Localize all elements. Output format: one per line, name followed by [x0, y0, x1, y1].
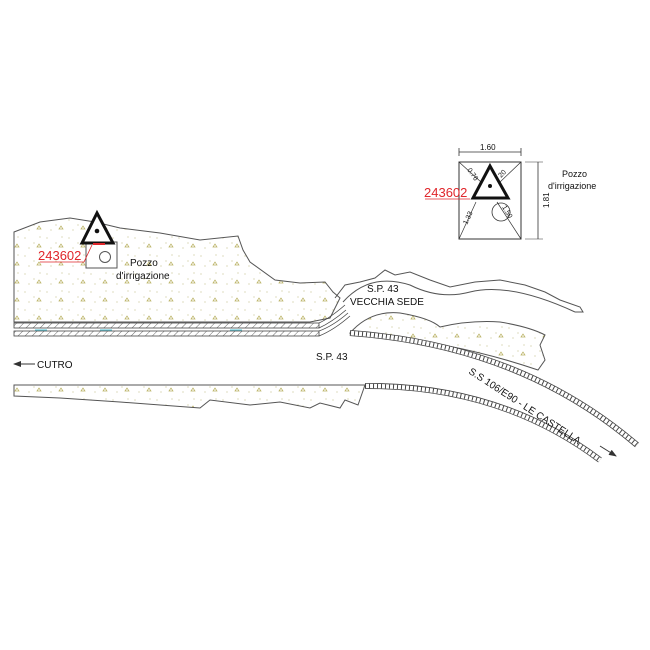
detail-height-dim: 1.81 — [542, 192, 551, 208]
arrow-right-icon — [599, 445, 617, 457]
sp43-old-label-1: S.P. 43 — [367, 284, 399, 295]
sp43-old-upper-edge — [334, 269, 584, 313]
well-label-line2: d'irrigazione — [116, 271, 170, 282]
vegetation-area-left — [13, 217, 341, 323]
detail-width-dim: 1.60 — [480, 143, 496, 152]
well-code-label: 243602 — [38, 248, 81, 263]
vegetation-island — [348, 312, 546, 371]
road-sp43-edge — [13, 304, 351, 337]
vegetation-strip-bottom — [13, 384, 366, 409]
well-label-line1: Pozzo — [130, 258, 158, 269]
detail-well-code: 243602 — [424, 185, 467, 200]
well-symbol[interactable] — [40, 209, 118, 269]
sp43-old-label-2: VECCHIA SEDE — [350, 297, 424, 308]
sp43-old-road-line — [342, 280, 576, 313]
cutro-label: CUTRO — [37, 360, 73, 371]
detail-label-line1: Pozzo — [562, 169, 587, 179]
detail-label-line2: d'irrigazione — [548, 181, 596, 191]
well-detail — [425, 148, 543, 240]
ss106-label: S.S 106/E90 - LE CASTELLA — [466, 366, 582, 447]
sp43-label: S.P. 43 — [316, 352, 348, 363]
detail-diag-tr: 20 — [497, 169, 508, 180]
